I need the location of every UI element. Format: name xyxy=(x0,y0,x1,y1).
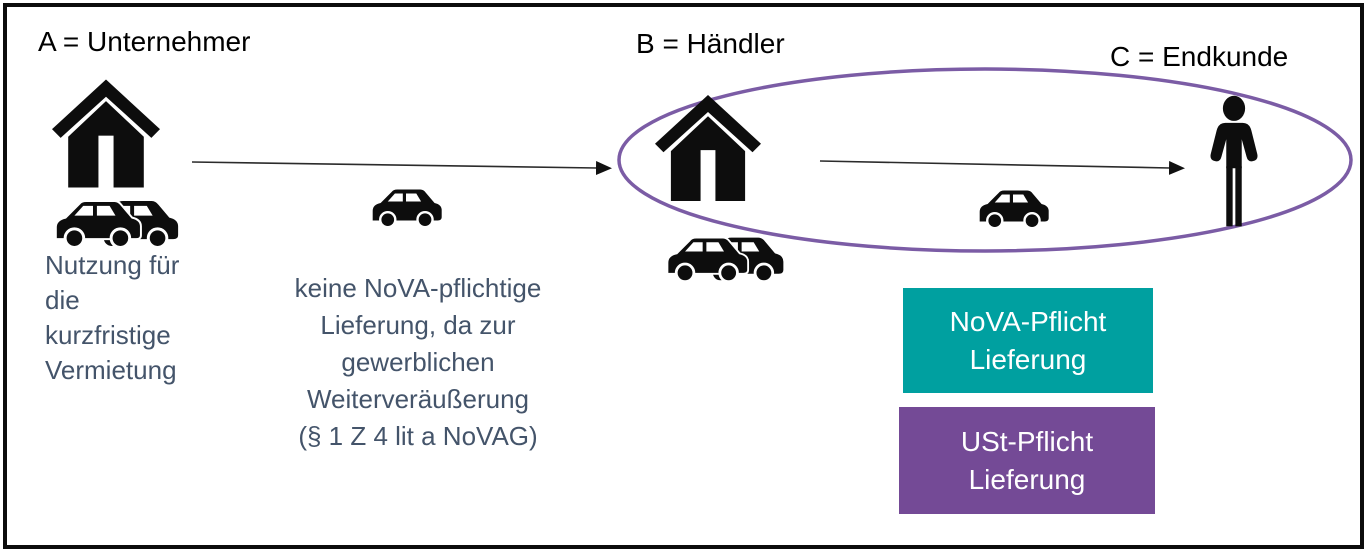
person-icon xyxy=(1205,93,1263,232)
house-icon xyxy=(655,92,761,204)
legend-nova-pflicht: NoVA-Pflicht Lieferung xyxy=(903,288,1153,393)
actor-a-note: Nutzung für die kurzfristige Vermietung xyxy=(45,250,180,385)
actor-b-title: B = Händler xyxy=(636,28,785,59)
cars-pair-icon xyxy=(48,194,183,251)
legend-ust-pflicht: USt-Pflicht Lieferung xyxy=(899,407,1155,514)
actor-a-title: A = Unternehmer xyxy=(38,26,251,57)
car-icon xyxy=(973,185,1053,231)
flow-a-to-b-note: keine NoVA-pflichtige Lieferung, da zur … xyxy=(294,273,542,451)
arrow-a-to-b xyxy=(191,160,612,175)
cars-pair-icon xyxy=(660,230,788,286)
arrow-b-to-c xyxy=(819,160,1185,175)
actor-c-title: C = Endkunde xyxy=(1110,41,1289,72)
car-icon xyxy=(366,184,446,230)
house-icon xyxy=(52,76,160,191)
